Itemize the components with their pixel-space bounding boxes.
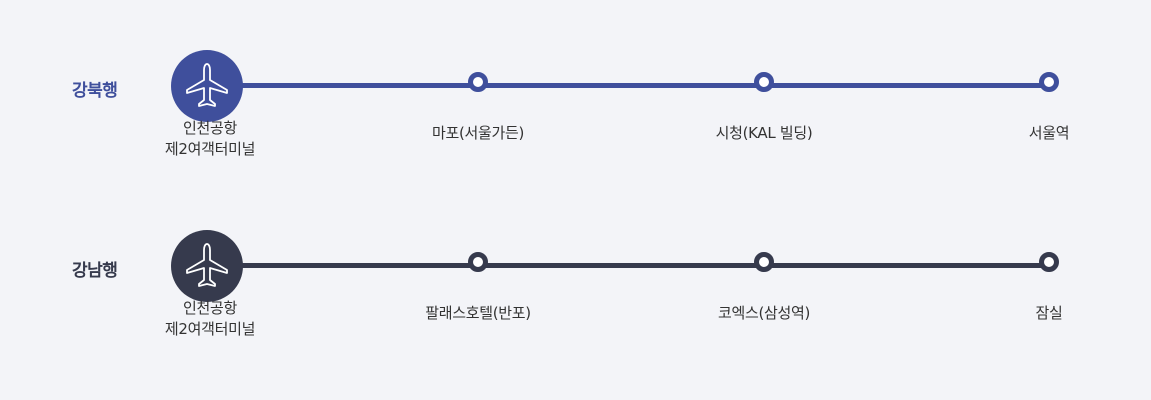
origin-node	[171, 50, 243, 122]
origin-label-line2: 제2여객터미널	[164, 140, 256, 158]
route-gangnam: 강남행 인천공항 제2여객터미널 팔래스호텔(반포) 코엑스(삼성역) 잠실	[0, 180, 1151, 340]
airplane-icon	[186, 63, 228, 107]
stop-label: 시청(KAL 빌딩)	[715, 124, 813, 142]
origin-label: 인천공항 제2여객터미널	[164, 298, 256, 340]
stop-node	[468, 72, 488, 92]
stop-node	[1039, 252, 1059, 272]
stop-label: 코엑스(삼성역)	[717, 304, 811, 322]
origin-label: 인천공항 제2여객터미널	[164, 118, 256, 160]
airplane-icon	[186, 243, 228, 287]
origin-label-line2: 제2여객터미널	[164, 320, 256, 338]
route-title: 강남행	[72, 261, 118, 281]
route-line	[207, 83, 1050, 88]
origin-label-line1: 인천공항	[182, 299, 237, 317]
origin-node	[171, 230, 243, 302]
route-gangbuk: 강북행 인천공항 제2여객터미널 마포(서울가든) 시청(KAL 빌딩) 서울역	[0, 0, 1151, 160]
stop-label: 잠실	[1035, 304, 1063, 322]
stop-node	[754, 72, 774, 92]
stop-label: 서울역	[1028, 124, 1070, 142]
stop-node	[754, 252, 774, 272]
stop-node	[1039, 72, 1059, 92]
route-line	[207, 263, 1050, 268]
stop-label: 팔래스호텔(반포)	[425, 304, 531, 322]
origin-label-line1: 인천공항	[182, 119, 237, 137]
stop-node	[468, 252, 488, 272]
route-title: 강북행	[72, 81, 118, 101]
stop-label: 마포(서울가든)	[431, 124, 525, 142]
